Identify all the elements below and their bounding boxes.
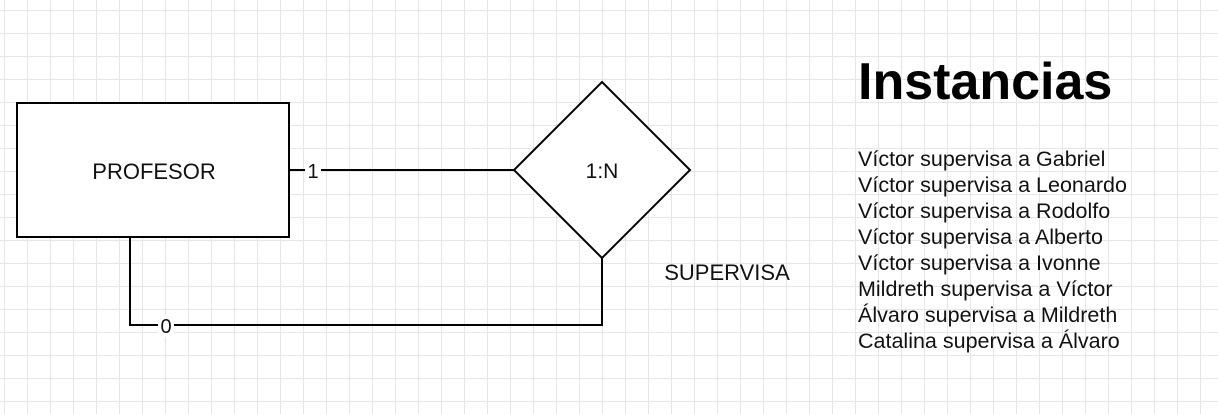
instance-item: Víctor supervisa a Gabriel	[858, 147, 1106, 171]
relationship-cardinality: 1:N	[586, 160, 619, 183]
relationship-name: SUPERVISA	[664, 260, 790, 285]
instance-item: Álvaro supervisa a Mildreth	[858, 303, 1118, 327]
connector-bottom[interactable]	[129, 237, 603, 326]
relationship-supervisa[interactable]	[512, 80, 692, 260]
entity-profesor[interactable]	[16, 102, 290, 238]
instance-item: Víctor supervisa a Leonardo	[858, 173, 1127, 197]
cardinality-label-1: 1	[307, 161, 318, 183]
instance-item: Mildreth supervisa a Víctor	[858, 277, 1113, 301]
cardinality-label-0: 0	[160, 316, 171, 338]
instance-item: Víctor supervisa a Alberto	[858, 225, 1103, 249]
instances-panel: Instancias Víctor supervisa a Gabriel Ví…	[858, 52, 1208, 354]
label-1-bg	[305, 160, 321, 182]
er-diagram: PROFESOR 1:N SUPERVISA 1 0	[16, 80, 790, 338]
instance-item: Catalina supervisa a Álvaro	[858, 329, 1120, 353]
instances-list: Víctor supervisa a Gabriel Víctor superv…	[858, 146, 1208, 354]
instance-item: Víctor supervisa a Rodolfo	[858, 199, 1111, 223]
instance-item: Víctor supervisa a Ivonne	[858, 251, 1101, 275]
instances-title: Instancias	[858, 53, 1113, 111]
label-0-bg	[158, 315, 174, 337]
entity-label: PROFESOR	[92, 159, 215, 184]
